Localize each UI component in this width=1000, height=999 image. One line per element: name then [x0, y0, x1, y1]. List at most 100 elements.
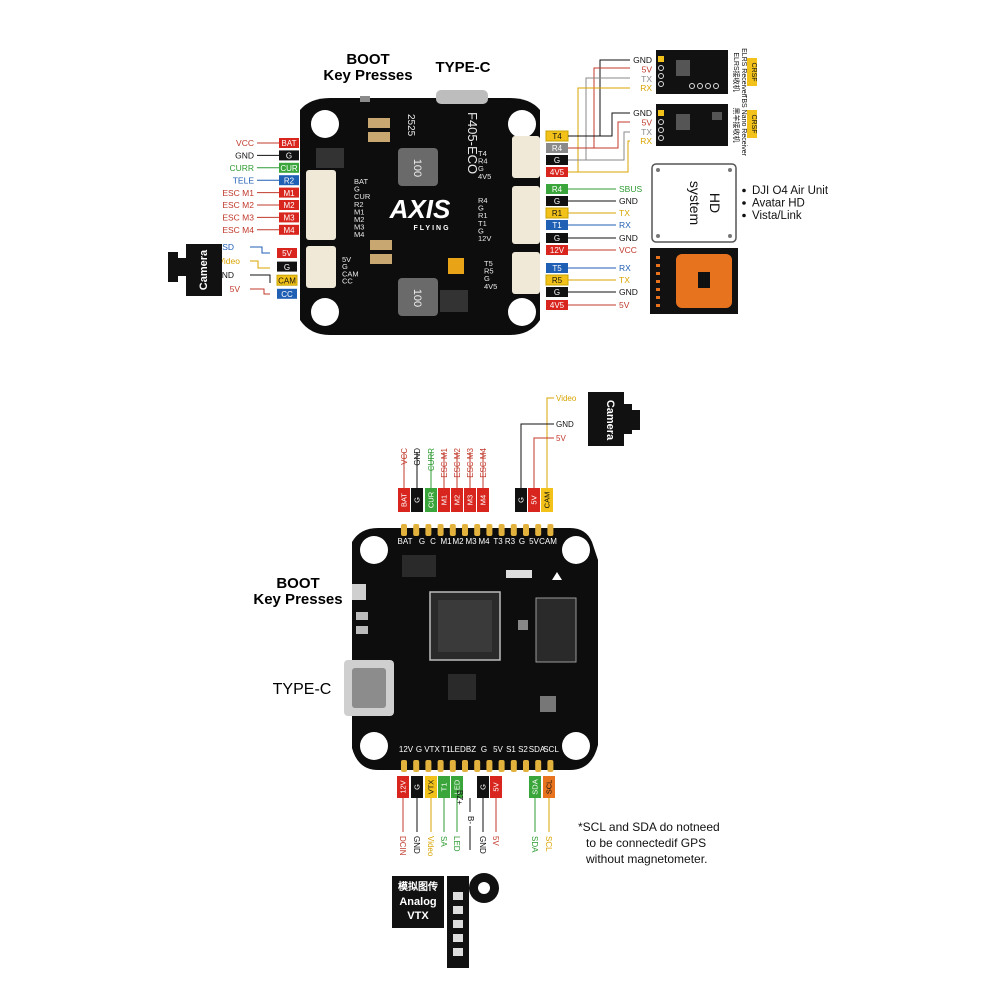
inductor-top-label: 100 [411, 159, 423, 177]
pad-label: G [286, 152, 292, 161]
top-right-pad-row: T4 [545, 130, 569, 142]
pad-led [451, 776, 463, 798]
receiver-pin-label: 5V [642, 117, 653, 127]
vertical-label: GND [478, 836, 487, 854]
silk-text: M3 [354, 223, 364, 232]
pad-label: 5V [492, 782, 501, 791]
wire-label: ESC M4 [222, 225, 254, 235]
pad-label: M3 [283, 214, 295, 223]
wire-rx1-rx [568, 87, 630, 173]
top-boot-subtitle: Key Presses [323, 67, 412, 84]
pad-scl [543, 776, 555, 798]
receiver-pin-label: TX [641, 74, 652, 84]
pad-label: R4 [552, 144, 563, 153]
note-line-3: without magnetometer. [585, 852, 707, 866]
silk-text: G [478, 204, 484, 213]
silk-text: LED [450, 745, 466, 754]
wire-cam-osd [250, 246, 270, 254]
camera-wire-label: GND [556, 420, 574, 429]
wire-label: CURR [229, 163, 254, 173]
gold-pad [425, 524, 432, 536]
silk-text: S1 [506, 745, 516, 754]
vertical-label: GND [412, 836, 421, 854]
wire-label: 5V [619, 300, 630, 310]
pad-12v [397, 776, 409, 798]
top-right-pad-row: G [546, 155, 568, 165]
pad-label: G [517, 497, 526, 503]
pad-label: VTX [427, 780, 436, 795]
pad-label: BAT [282, 139, 297, 148]
silk-text: C [430, 537, 436, 546]
silk-text: M2 [354, 215, 364, 224]
wire-label: GND [235, 151, 254, 161]
wire-cam-video [250, 260, 270, 269]
elrs-receiver-module: ELRS接收机 ELRS Receiver CRSF [656, 48, 757, 97]
pad-label: M3 [466, 495, 475, 505]
wire-label: VCC [619, 245, 637, 255]
top-right-pad-row: 4V5 [546, 167, 568, 177]
silk-text: R2 [354, 200, 364, 209]
silk-text: CAM [539, 537, 557, 546]
pad-m2 [279, 200, 299, 210]
top-left-pad-row: G GND [235, 150, 299, 161]
silk-text: BAT [354, 177, 368, 186]
wire-rx2-rx [568, 140, 630, 173]
pad-g [411, 776, 423, 798]
silk-text: G [419, 537, 425, 546]
pad-label: 12V [399, 780, 408, 793]
gold-pad [449, 760, 456, 772]
pad-label: M2 [453, 495, 462, 505]
vtx-en-2: VTX [407, 910, 429, 922]
silk-text: G [416, 745, 422, 754]
wire-rx2-tx [568, 131, 630, 161]
silk-text: G [519, 537, 525, 546]
pad-label: CAM [543, 492, 552, 509]
gold-pad [486, 760, 493, 772]
pad-m2 [451, 488, 463, 512]
hd-title: HD [707, 193, 723, 213]
hd-list-item: Vista/Link [752, 210, 802, 222]
pad-label: SCL [545, 780, 554, 795]
bottom-boot-button [352, 584, 366, 600]
gold-pad [462, 760, 468, 772]
silk-text: M4 [354, 230, 364, 239]
gold-pad [535, 524, 542, 536]
wire-cam-gnd [250, 274, 271, 283]
wire-label: ESC M3 [222, 213, 254, 223]
hd-subtitle: system [687, 181, 703, 225]
pad-g [277, 261, 297, 272]
bottom-boot-subtitle: Key Presses [253, 591, 342, 608]
camera-connector [306, 246, 336, 288]
pad-label: G [413, 497, 422, 503]
pad-label: G [554, 156, 560, 165]
wire-label: SBUS [619, 184, 642, 194]
axis-logo-sub: FLYING [413, 225, 450, 232]
receiver-pin-label: GND [633, 55, 652, 65]
receiver-pin-label: 5V [642, 64, 653, 74]
gold-pad [449, 524, 456, 536]
pad-label: G [413, 784, 422, 790]
wire-label: GND [619, 287, 638, 297]
tbs-name-en: TBS Nano Receiver [740, 94, 747, 157]
pad-r4 [546, 184, 568, 194]
gold-pad [547, 524, 554, 536]
pad-label: M1 [440, 495, 449, 505]
top-camera-label: Camera [198, 249, 210, 290]
bullet-icon [742, 188, 746, 193]
pad-cam [276, 274, 298, 286]
top-board: 100 100 2525 F405-ECO BATGCURR2M1M2M3M4 … [300, 90, 540, 335]
gold-pad [486, 524, 493, 536]
silk-text: R4 [478, 196, 488, 205]
